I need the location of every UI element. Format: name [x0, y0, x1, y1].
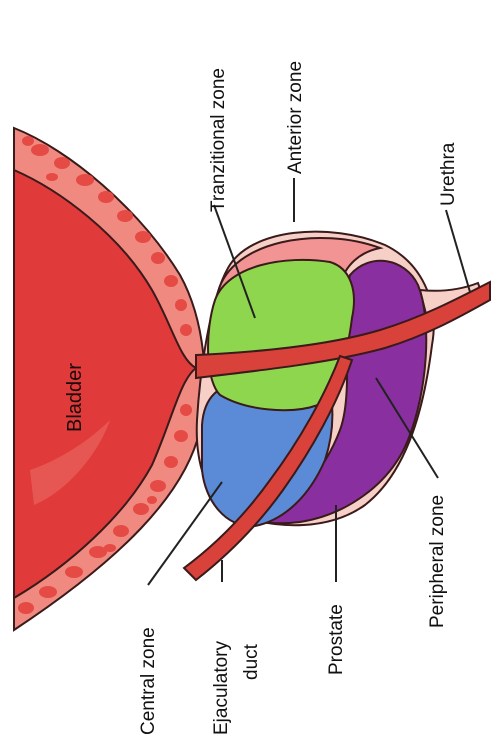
- label-peripheral-zone: Peripheral zone: [427, 495, 448, 628]
- bladder: [14, 128, 205, 630]
- leader-urethra: [446, 210, 470, 292]
- label-bladder: Bladder: [64, 363, 86, 432]
- label-ejaculatory-duct-line2: duct: [241, 643, 262, 680]
- label-urethra: Urethra: [438, 142, 459, 206]
- label-prostate: Prostate: [326, 604, 347, 675]
- label-transitional-zone: Tranzitional zone: [208, 68, 229, 212]
- label-anterior-zone: Anterior zone: [285, 61, 306, 174]
- label-central-zone: Central zone: [138, 627, 159, 735]
- label-ejaculatory-duct-line1: Ejaculatory: [211, 641, 232, 735]
